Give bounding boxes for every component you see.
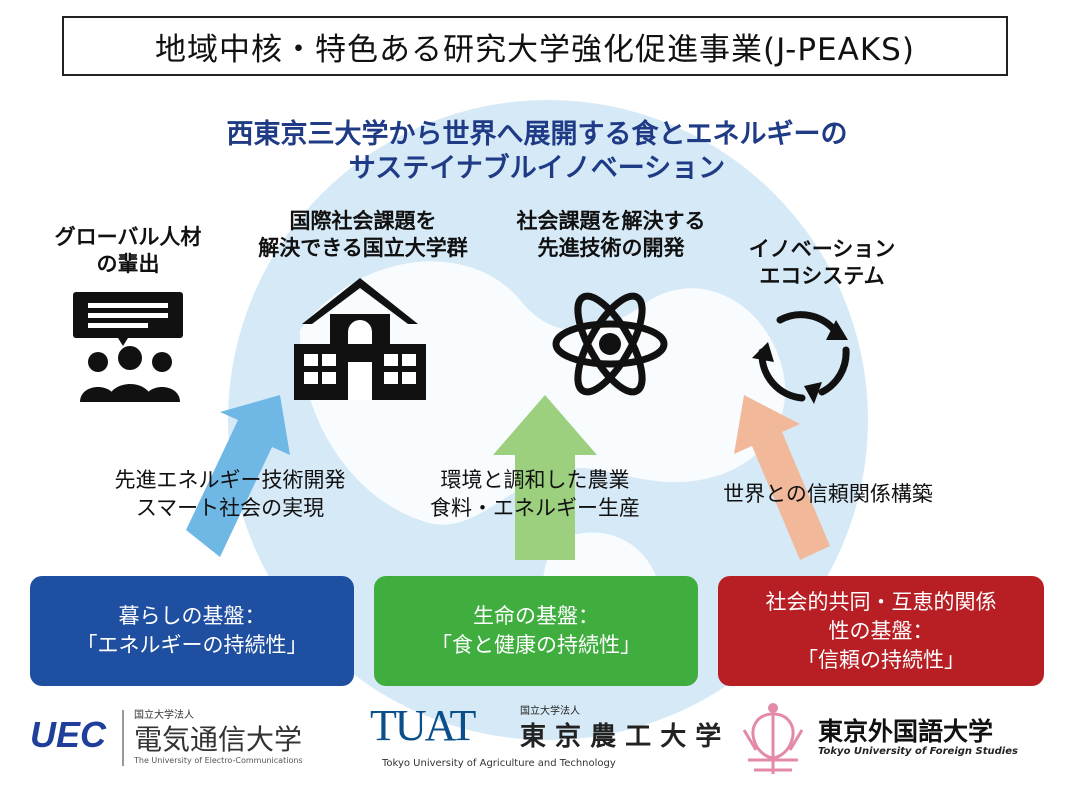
tuat-english: Tokyo University of Agriculture and Tech… (382, 758, 616, 769)
pillar-label-line: 国際社会課題を (289, 209, 437, 233)
goal-text-line: 世界との信頼関係構築 (723, 482, 933, 506)
tuat-mark: TUAT (370, 701, 476, 750)
uec-mark: UEC (30, 714, 107, 755)
subtitle-line1: 西東京三大学から世界へ展開する食とエネルギーの (226, 119, 848, 150)
cycle-arrows-icon (752, 311, 850, 404)
uec-name: 電気通信大学 (134, 723, 303, 756)
pillar-national-university: 国際社会課題を 解決できる国立大学群 (228, 208, 498, 262)
atom-icon (552, 292, 668, 396)
base-food-health-box: 生命の基盤： 「食と健康の持続性」 (374, 576, 698, 686)
pillar-label-line: イノベーション (748, 237, 896, 261)
arrow-blue (186, 395, 290, 557)
base-trust-box: 社会的共同・互恵的関係 性の基盤： 「信頼の持続性」 (718, 576, 1044, 686)
goal-text-line: スマート社会の実現 (135, 496, 325, 520)
arrow-green (493, 395, 597, 560)
pillar-global-talent: グローバル人材 の輩出 (28, 224, 228, 278)
tufs-logo: 東京外国語大学 Tokyo University of Foreign Stud… (740, 700, 1040, 780)
tufs-english: Tokyo University of Foreign Studies (818, 746, 1018, 757)
base-text-line: 性の基盤： (828, 618, 934, 643)
tufs-emblem-icon (742, 703, 804, 774)
goal-energy-tech: 先進エネルギー技術開発 スマート社会の実現 (80, 466, 380, 522)
pillar-advanced-technology: 社会課題を解決する 先進技術の開発 (486, 208, 736, 262)
arrow-orange (734, 395, 830, 560)
tuat-logo: TUAT 国立大学法人 東 京 農 工 大 学 Tokyo University… (370, 700, 721, 780)
presentation-audience-icon (73, 292, 183, 402)
base-text-line: 「エネルギーの持続性」 (76, 633, 308, 657)
goal-text-line: 環境と調和した農業 (440, 468, 630, 492)
uec-legal-text: 国立大学法人 (134, 710, 194, 721)
base-text-line: 「信頼の持続性」 (797, 647, 965, 672)
pillar-label-line: 解決できる国立大学群 (258, 236, 468, 260)
base-text-line: 暮らしの基盤： (118, 604, 266, 628)
base-energy-box: 暮らしの基盤： 「エネルギーの持続性」 (30, 576, 354, 686)
subtitle: 西東京三大学から世界へ展開する食とエネルギーの サステイナブルイノベーション (120, 118, 954, 186)
pillar-label-line: 社会課題を解決する (516, 209, 706, 233)
pillar-label-line: の輩出 (96, 252, 160, 276)
uec-logo: UEC 国立大学法人 電気通信大学 The University of Elec… (30, 706, 350, 776)
pillar-label-line: 先進技術の開発 (537, 236, 685, 260)
tufs-name: 東京外国語大学 (818, 717, 994, 746)
base-text-line: 社会的共同・互恵的関係 (765, 589, 997, 614)
base-text-line: 生命の基盤： (473, 604, 599, 628)
pillar-innovation-ecosystem: イノベーション エコシステム (732, 236, 912, 290)
uec-english: The University of Electro-Communications (134, 756, 303, 765)
globe-continent (300, 261, 786, 525)
university-building-icon (294, 278, 426, 400)
page-title: 地域中核・特色ある研究大学強化促進事業(J-PEAKS) (62, 16, 1008, 76)
pillar-label-line: エコシステム (759, 264, 885, 288)
tuat-name: 東 京 農 工 大 学 (520, 722, 722, 752)
subtitle-line2: サステイナブルイノベーション (348, 153, 726, 184)
goal-agriculture: 環境と調和した農業 食料・エネルギー生産 (410, 466, 660, 522)
pillar-label-line: グローバル人材 (54, 225, 202, 249)
goal-text-line: 先進エネルギー技術開発 (114, 468, 346, 492)
goal-trust: 世界との信頼関係構築 (688, 480, 968, 508)
base-text-line: 「食と健康の持続性」 (431, 633, 641, 657)
goal-text-line: 食料・エネルギー生産 (430, 496, 640, 520)
uec-divider (122, 710, 124, 766)
tuat-legal-text: 国立大学法人 (520, 706, 580, 717)
